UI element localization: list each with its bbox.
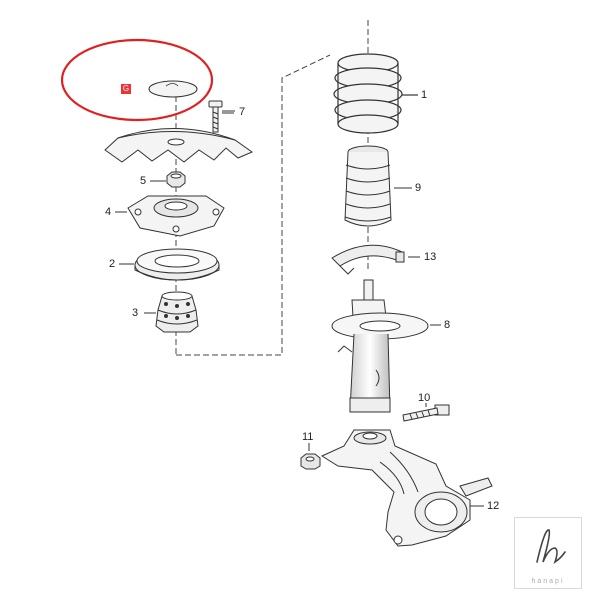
part-shield-plate <box>104 128 254 163</box>
callout-10: 10 <box>418 392 431 404</box>
part-9-dust-boot <box>344 145 412 227</box>
part-7-bolt <box>208 100 235 133</box>
callout-1: 1 <box>421 89 428 101</box>
part-2-bearing <box>119 248 220 281</box>
watermark-logo: hanapi <box>514 517 582 589</box>
callout-3: 3 <box>132 307 139 319</box>
callout-5: 5 <box>140 175 147 187</box>
callout-4: 4 <box>105 206 112 218</box>
callout-8: 8 <box>444 319 451 331</box>
highlight-tag: G <box>121 84 131 94</box>
assembly-guide-lines <box>175 20 369 356</box>
part-cap-washer <box>148 80 198 98</box>
part-11-nut <box>300 443 321 470</box>
part-3-bump-stop <box>144 291 199 333</box>
part-10-bolt <box>402 403 450 422</box>
part-12-steering-knuckle <box>320 429 493 547</box>
part-4-strut-mount <box>115 195 225 237</box>
callout-2: 2 <box>109 258 116 270</box>
part-13-spring-seat <box>331 244 420 275</box>
callout-13: 13 <box>424 251 437 263</box>
logo-script-mark <box>536 529 566 564</box>
part-1-coil-spring <box>333 53 418 134</box>
part-5-nut <box>150 171 186 188</box>
callout-12: 12 <box>487 500 500 512</box>
highlight-ellipse <box>60 38 214 122</box>
callout-9: 9 <box>415 182 422 194</box>
watermark-text: hanapi <box>531 578 565 585</box>
callout-11: 11 <box>302 431 314 443</box>
part-8-strut <box>331 279 441 413</box>
callout-7: 7 <box>239 106 246 118</box>
